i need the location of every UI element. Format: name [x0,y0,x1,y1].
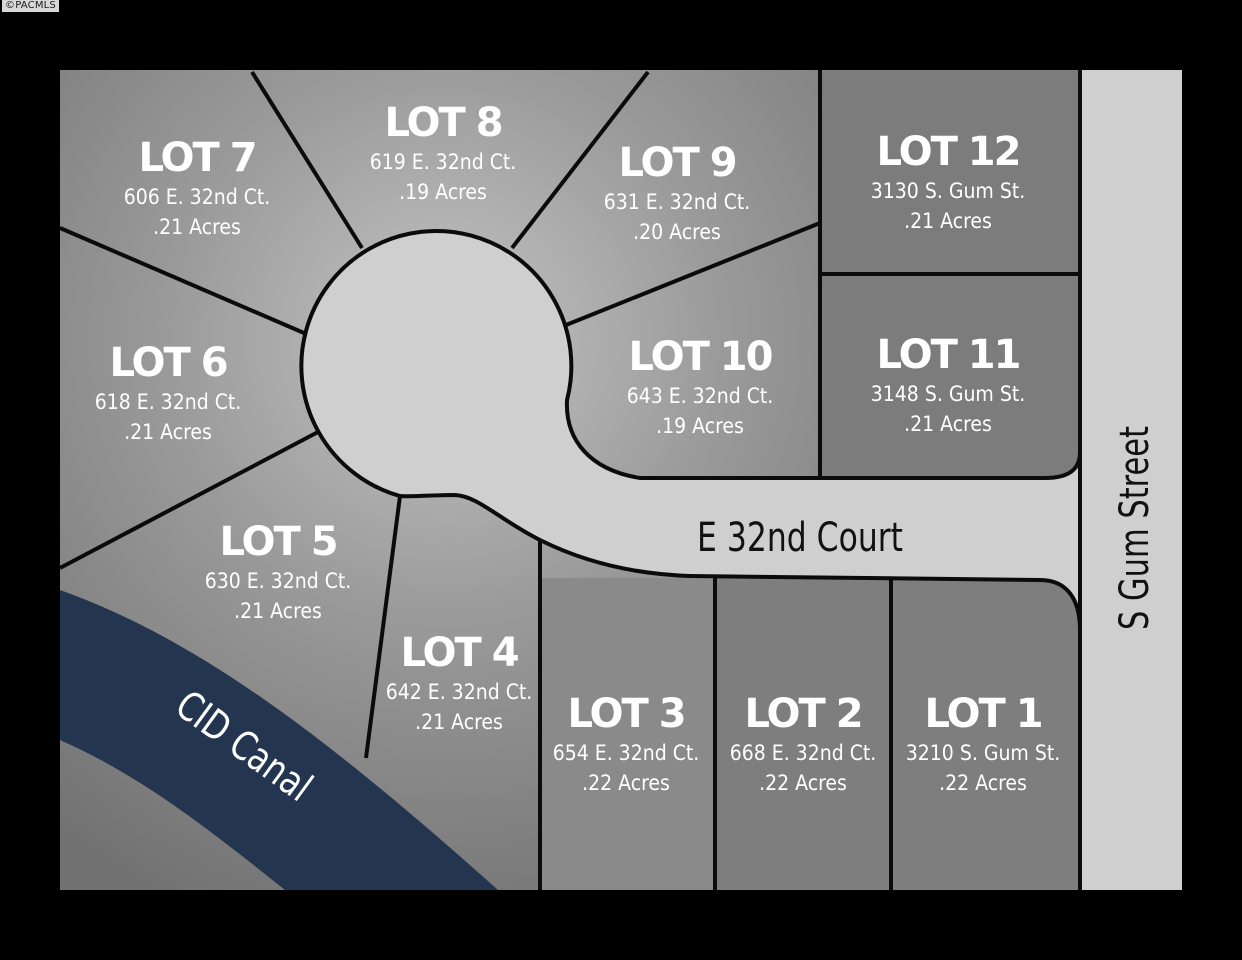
lot-2-address: 668 E. 32nd Ct. [730,741,877,765]
lot-11-title: LOT 11 [877,332,1020,378]
lot-3-address: 654 E. 32nd Ct. [553,741,700,765]
lot-7-title: LOT 7 [138,135,255,181]
lot-2-title: LOT 2 [744,691,861,737]
lot-10-title: LOT 10 [629,334,772,380]
lot-3-area [540,578,716,890]
lot-12-address: 3130 S. Gum St. [871,179,1026,203]
lot-boundaries [59,70,1082,890]
lot-8-title: LOT 8 [384,100,501,146]
lot-5-title: LOT 5 [219,519,336,565]
lot-2-acres: .22 Acres [759,771,847,795]
s-gum-street-label: S Gum Street [1112,426,1158,630]
lot-4-title: LOT 4 [400,630,517,676]
lot-4-address: 642 E. 32nd Ct. [386,680,533,704]
lot-11-acres: .21 Acres [904,412,992,436]
lot-10-acres: .19 Acres [656,414,744,438]
lot-9-acres: .20 Acres [633,220,721,244]
lot-3-title: LOT 3 [567,691,684,737]
lot-6-title: LOT 6 [109,340,226,386]
lot-12-title: LOT 12 [877,129,1020,175]
lot-3-acres: .22 Acres [582,771,670,795]
lot-1-acres: .22 Acres [939,771,1027,795]
e-32nd-court-road [299,229,1082,631]
lot-9-address: 631 E. 32nd Ct. [604,190,751,214]
e-32nd-court-label: E 32nd Court [697,515,903,561]
lot-11-address: 3148 S. Gum St. [871,382,1026,406]
lot-8-address: 619 E. 32nd Ct. [370,150,517,174]
lot-1-address: 3210 S. Gum St. [906,741,1061,765]
lot-labels: LOT 1 3210 S. Gum St. .22 Acres LOT 2 668 E.… [95,100,1061,795]
lot-8-acres: .19 Acres [399,180,487,204]
s-gum-street [1080,70,1182,890]
lot-4-acres: .21 Acres [415,710,503,734]
cid-canal [60,590,498,890]
lot-7-acres: .21 Acres [153,215,241,239]
lot-5-address: 630 E. 32nd Ct. [205,569,352,593]
lot-5-acres: .21 Acres [234,599,322,623]
lot-6-acres: .21 Acres [124,420,212,444]
lot-10-address: 643 E. 32nd Ct. [627,384,774,408]
pacmls-watermark: ©PACMLS [2,0,59,12]
lot-1-title: LOT 1 [924,691,1041,737]
lot-9-title: LOT 9 [618,140,735,186]
lot-7-address: 606 E. 32nd Ct. [124,185,271,209]
lot-12-acres: .21 Acres [904,209,992,233]
lot-6-address: 618 E. 32nd Ct. [95,390,242,414]
